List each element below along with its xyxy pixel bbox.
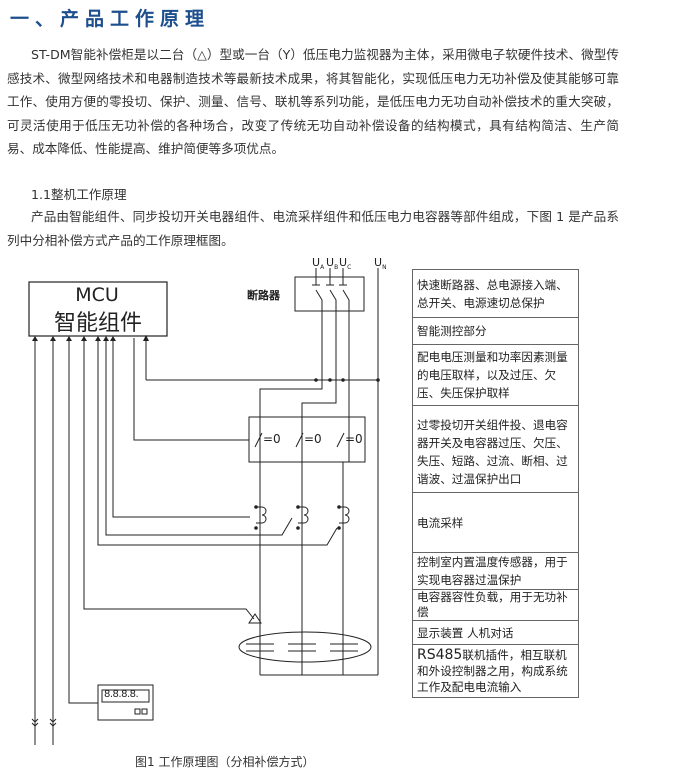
current-transformers <box>254 505 350 530</box>
legend-row: 显示装置 人机对话 <box>412 621 579 645</box>
phase-label-a: UA <box>312 256 325 272</box>
switch-label-c: =0 <box>345 432 363 446</box>
rs485-lines <box>31 338 57 745</box>
temperature-sensor <box>83 338 262 624</box>
legend-row: 智能测控部分 <box>412 317 579 345</box>
legend-row: 快速断路器、总电源接入端、总开关、电源速切总保护 <box>412 269 579 318</box>
intro-paragraph: ST-DM智能补偿柜是以二台（△）型或一台（Y）低压电力监视器为主体，采用微电子… <box>7 47 619 156</box>
subsection-paragraph: 产品由智能组件、同步投切开关电器组件、电流采样组件和低压电力电容器等部件组成，下… <box>7 209 619 248</box>
legend-row: 电容器容性负载，用于无功补偿 <box>412 590 579 621</box>
figure-caption: 图1 工作原理图（分相补偿方式） <box>135 755 315 769</box>
legend-row: 配电电压测量和功率因素测量的电压取样，以及过压、欠压、失压保护取样 <box>412 345 579 406</box>
legend-row: 过零投切开关组件投、退电容器开关及电容器过压、欠压、失压、短路、过流、断相、过谐… <box>412 406 579 493</box>
switch-label-a: =0 <box>263 432 281 446</box>
legend-row: RS485联机插件，相互联机和外设控制器之用，构成系统工作及配电电流输入 <box>412 645 579 698</box>
switch-label-b: =0 <box>304 432 322 446</box>
section-title: 一、产品工作原理 <box>10 8 211 30</box>
phase-label-c: UC <box>339 256 352 272</box>
subsection-title: 1.1整机工作原理 <box>31 187 127 202</box>
mcu-sublabel: 智能组件 <box>53 311 142 336</box>
display-digits: 8.8.8.8. <box>104 689 139 700</box>
phase-label-n: UN <box>374 256 387 272</box>
breaker-label: 断路器 <box>247 289 280 302</box>
legend-row: 电流采样 <box>412 493 579 553</box>
capacitor-bank <box>238 631 372 663</box>
voltage-sample-bus <box>146 338 378 381</box>
phase-label-b: UB <box>326 256 339 272</box>
legend-row: 控制室内置温度传感器，用于实现电容器过温保护 <box>412 553 579 590</box>
mcu-label: MCU <box>75 284 119 306</box>
breaker-switches <box>312 268 350 462</box>
